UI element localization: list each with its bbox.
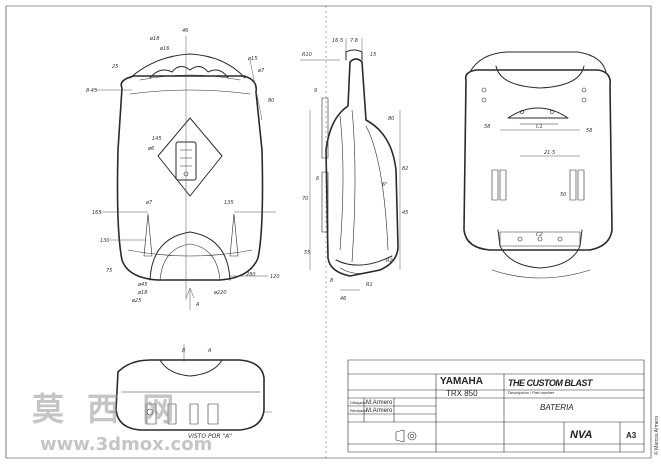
sheet-border — [5, 5, 652, 459]
model-name: TRX 850 — [446, 389, 478, 398]
part-name: BATERIA — [540, 403, 574, 412]
side-dim-10: 45 — [402, 210, 408, 216]
drawn-by-value: M.Armero — [366, 400, 393, 406]
front-dim-21: 46 — [182, 28, 188, 34]
side-dim-1: R10 — [302, 52, 312, 58]
title-block: Dibujado M.Armero Revisado M.Armero YAMA… — [347, 359, 645, 453]
rear-dim-2: C1 — [536, 124, 543, 130]
front-dim-12: ø7 — [145, 200, 153, 206]
front-dim-11: 165 — [92, 210, 102, 216]
side-dim-12: R2 — [386, 258, 393, 264]
front-dim-18: ø45 — [137, 282, 147, 288]
rear-dim-4: 21·5 — [544, 150, 555, 156]
front-dim-8: 145 — [152, 136, 162, 142]
watermark-url: www.3dmox.com — [40, 434, 212, 455]
nva-logo: NVA — [570, 429, 592, 441]
watermark-chars: 莫 西 网 — [32, 390, 180, 428]
bottom-dim-1: 8 — [182, 348, 185, 354]
rear-dim-6: C2 — [536, 232, 543, 238]
front-view-arrow-label: A — [195, 302, 200, 308]
front-dim-4: ø16 — [159, 46, 169, 52]
side-view: R10 16·5 7·8 15 9 80 82 70 6 45 6° R2 55… — [300, 38, 408, 302]
checked-label: Revisado — [350, 408, 367, 413]
bottom-view: 8 A VISTO POR "A" — [110, 344, 272, 440]
front-dim-15: 120 — [270, 274, 280, 280]
side-dim-9: 6 — [316, 176, 319, 182]
brand-name: YAMAHA — [440, 376, 483, 387]
front-dim-1: 25 — [112, 64, 118, 70]
front-dim-13: 130 — [100, 238, 110, 244]
side-dim-13: 55 — [304, 250, 310, 256]
front-dim-7: 80 — [268, 98, 274, 104]
side-dim-2: 16·5 — [332, 38, 343, 44]
custom-logo: THE CUSTOM BLAST — [508, 378, 594, 388]
front-dim-3: ø18 — [149, 36, 159, 42]
checked-by-value: M.Armero — [366, 408, 393, 414]
rear-dim-3: 58 — [586, 128, 592, 134]
side-dim-3: 7·8 — [350, 38, 358, 44]
front-dim-2: 8·45 — [86, 88, 97, 94]
front-dim-10: 135 — [224, 200, 234, 206]
front-dim-14: 75 — [106, 268, 112, 274]
side-dim-16: R1 — [366, 282, 373, 288]
projection-symbol — [395, 429, 417, 443]
side-credit-text: © Marcos Armero — [653, 416, 660, 455]
front-dim-9: ø6 — [147, 146, 154, 152]
side-dim-7: 82 — [402, 166, 408, 172]
watermark: 莫 西 网 www.3dmox.com — [32, 390, 212, 455]
side-dim-11: 6° — [382, 182, 388, 188]
front-dim-17: 280 — [246, 272, 256, 278]
front-dim-6: ø7 — [257, 68, 265, 74]
bottom-view-arrow-label: A — [207, 348, 212, 354]
side-dim-5: 9 — [314, 88, 317, 94]
front-dim-19: ø18 — [137, 290, 147, 296]
side-dim-4: 15 — [370, 52, 376, 58]
rear-dim-5: 50 — [560, 192, 566, 198]
sheet-size: A3 — [626, 431, 637, 440]
front-view: 25 8·45 ø18 ø16 ø15 ø7 80 145 ø6 135 165… — [86, 28, 280, 310]
bottom-view-caption: VISTO POR "A" — [188, 433, 232, 440]
rear-dim-1: 58 — [484, 124, 490, 130]
drawn-label: Dibujado — [350, 400, 367, 405]
rear-view: 58 C1 58 21·5 50 C2 — [463, 51, 613, 279]
front-dim-20: ø25 — [131, 298, 141, 304]
front-dim-16: ø220 — [213, 290, 227, 296]
front-dim-5: ø15 — [247, 56, 257, 62]
part-label: Descripción / Part number — [508, 390, 555, 395]
side-dim-8: 70 — [302, 196, 308, 202]
side-credit: © Marcos Armero — [653, 416, 660, 455]
side-dim-14: 46 — [340, 296, 346, 302]
side-dim-15: 8 — [330, 278, 333, 284]
side-dim-6: 80 — [388, 116, 394, 122]
